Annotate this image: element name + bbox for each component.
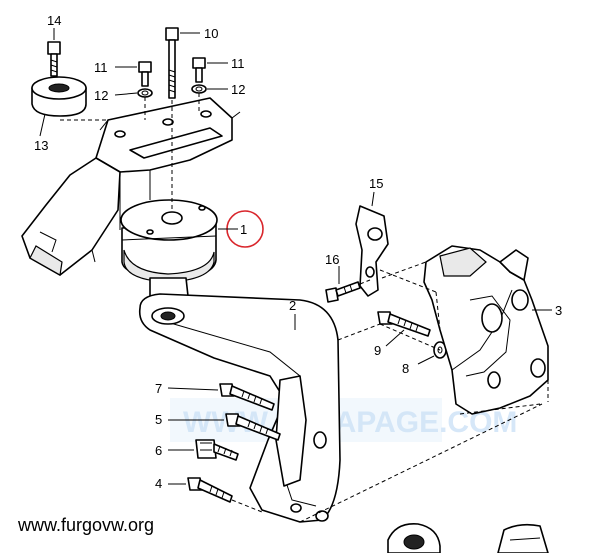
stud-6 <box>195 439 239 461</box>
bracket-15 <box>355 205 389 297</box>
upper-carrier-bracket <box>21 97 241 276</box>
callout-11-left: 11 <box>94 60 108 75</box>
bolt-16 <box>325 279 371 303</box>
callout-5: 5 <box>155 412 162 427</box>
leader-12-left <box>114 92 138 96</box>
callout-3: 3 <box>555 303 562 318</box>
rubber-engine-mount <box>120 199 218 297</box>
callout-12-right: 12 <box>231 82 245 97</box>
callout-11-right: 11 <box>231 56 245 71</box>
website-url: www.furgovw.org <box>17 515 154 535</box>
support-arm <box>138 293 341 523</box>
bolt-11-right <box>191 57 207 112</box>
bolt-9 <box>377 311 431 337</box>
bolt-7 <box>219 383 275 411</box>
callout-10: 10 <box>204 26 218 41</box>
callout-6: 6 <box>155 443 162 458</box>
leader-9 <box>385 329 405 347</box>
callout-1: 1 <box>240 222 247 237</box>
partial-component-bottom <box>387 523 549 553</box>
callout-16: 16 <box>325 252 339 267</box>
leader-13 <box>39 113 46 137</box>
gearbox-bracket <box>423 245 549 415</box>
callout-15: 15 <box>369 176 383 191</box>
bolt-5 <box>225 413 281 441</box>
reference-dashes <box>231 261 549 523</box>
bolt-11-left <box>137 61 153 120</box>
callout-8: 8 <box>402 361 409 376</box>
leader-7 <box>167 387 219 391</box>
callout-9: 9 <box>374 343 381 358</box>
bolt-4 <box>187 477 233 503</box>
bolt-10 <box>165 27 179 210</box>
callout-13: 13 <box>34 138 48 153</box>
callout-14: 14 <box>47 13 61 28</box>
callout-7: 7 <box>155 381 162 396</box>
callout-2: 2 <box>289 298 296 313</box>
bolt-14 <box>47 41 61 77</box>
leader-8 <box>417 355 435 365</box>
callout-12-left: 12 <box>94 88 108 103</box>
leader-15 <box>371 191 375 207</box>
callout-4: 4 <box>155 476 162 491</box>
bushing-13 <box>31 76 87 117</box>
